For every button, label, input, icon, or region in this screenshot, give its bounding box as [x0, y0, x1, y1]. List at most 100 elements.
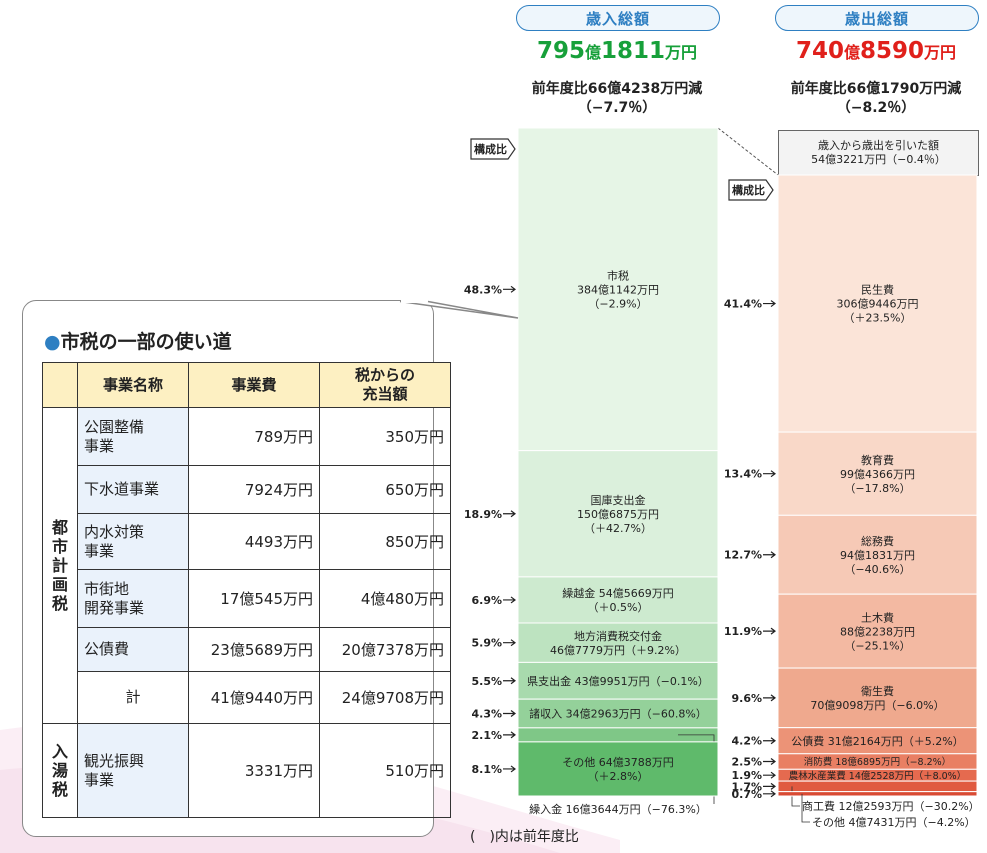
- expense-share-label: 2.5%: [731, 756, 762, 769]
- revenue-share-arrow: [503, 596, 516, 604]
- revenue-total-num2: 1811: [601, 38, 666, 64]
- project-cost: 17億545万円: [188, 569, 320, 628]
- expense-header-pill: 歳出総額: [775, 5, 979, 31]
- expense-callout-label: その他 4億7431万円（−4.2%）: [812, 816, 976, 829]
- category-cell: 都市計画税: [42, 407, 78, 724]
- expense-share-label: 41.4%: [724, 298, 762, 311]
- revenue-share-arrow: [503, 677, 516, 685]
- project-cost: 7924万円: [188, 465, 320, 514]
- expense-segment-label: 70億9098万円（−6.0%）: [810, 699, 944, 712]
- revenue-ratio-tag-label: 構成比: [474, 142, 507, 156]
- expense-segment-label: （−40.6%）: [844, 563, 910, 576]
- tax-allocation: 4億480万円: [319, 569, 451, 628]
- revenue-segment: [517, 741, 719, 797]
- expense-segment: [777, 791, 978, 797]
- table-header: 事業名称: [77, 362, 189, 408]
- expense-ratio-tag: 構成比: [728, 179, 774, 201]
- revenue-segment-label: （＋2.8%）: [588, 770, 649, 783]
- expense-segment: [777, 174, 978, 433]
- tax-allocation: 20億7378万円: [319, 627, 451, 672]
- expense-share-label: 4.2%: [731, 735, 762, 748]
- tax-allocation: 350万円: [319, 407, 451, 466]
- revenue-segment-label: 諸収入 34億2963万円（−60.8%）: [529, 707, 707, 721]
- expense-segment: [777, 593, 978, 669]
- expense-segment-label: 農林水産業費 14億2528万円（＋8.0%）: [789, 770, 966, 782]
- panel-title: ●市税の一部の使い道: [44, 327, 232, 354]
- tax-allocation: 850万円: [319, 513, 451, 570]
- expense-share-arrow: [763, 551, 776, 559]
- expense-share-label: 0.7%: [731, 788, 762, 801]
- expense-share-arrow: [763, 782, 776, 790]
- revenue-comparison: 前年度比66億4238万円減: [531, 81, 703, 97]
- project-name: 市街地開発事業: [77, 569, 189, 628]
- revenue-share-label: 48.3%: [464, 283, 502, 296]
- connector-line: [717, 127, 779, 176]
- expense-segment-label: 公債費 31億2164万円（＋5.2%）: [791, 734, 963, 748]
- revenue-segment: [517, 127, 719, 452]
- revenue-segment: [517, 622, 719, 663]
- legend-note: ( )内は前年度比: [470, 829, 579, 845]
- expense-callout-label: 商工費 12億2593万円（−30.2%）: [802, 799, 980, 813]
- project-cost: 3331万円: [188, 723, 320, 818]
- revenue-segment-label: （＋0.5%）: [588, 601, 649, 614]
- expense-segment: [777, 667, 978, 729]
- revenue-segment-label: 市税: [607, 269, 629, 283]
- project-name: 公債費: [77, 627, 189, 672]
- expense-total: 740億8590万円: [775, 38, 977, 64]
- revenue-share-label: 2.1%: [471, 729, 502, 742]
- expense-segment-label: 衛生費: [861, 684, 894, 698]
- expense-segment-label: （＋23.5%）: [844, 312, 912, 325]
- expense-rate: （−8.2％）: [836, 100, 916, 116]
- revenue-segment: [517, 450, 719, 578]
- revenue-segment-label: 地方消費税交付金: [574, 629, 662, 643]
- expense-share-arrow: [763, 300, 776, 308]
- tax-allocation: 510万円: [319, 723, 451, 818]
- expense-share-arrow: [763, 470, 776, 478]
- expense-share-arrow: [763, 758, 776, 766]
- project-cost: 23億5689万円: [188, 627, 320, 672]
- expense-segment-label: 306億9446万円: [837, 298, 919, 311]
- project-name: 公園整備事業: [77, 407, 189, 466]
- table-header-blank: [42, 362, 78, 408]
- revenue-share-arrow: [503, 510, 516, 518]
- expense-share-label: 1.7%: [731, 780, 762, 793]
- balance-note-line1: 歳入から歳出を引いた額: [818, 139, 939, 152]
- project-cost: 41億9440万円: [188, 671, 320, 724]
- project-name: 計: [77, 671, 189, 724]
- revenue-segment-label: 繰越金 54億5669万円: [562, 586, 674, 600]
- expense-share-label: 11.9%: [724, 625, 762, 638]
- revenue-total-num1: 795: [536, 38, 585, 64]
- expense-total-unit1: 億: [843, 43, 860, 62]
- expense-share-label: 13.4%: [724, 468, 762, 481]
- expense-segment-label: 88億2238万円: [840, 625, 915, 638]
- revenue-share-label: 5.5%: [471, 675, 502, 688]
- project-cost: 789万円: [188, 407, 320, 466]
- revenue-share-label: 8.1%: [471, 763, 502, 776]
- expense-share-label: 12.7%: [724, 549, 762, 562]
- revenue-callout-label: 繰入金 16億3644万円（−76.3%）: [529, 802, 707, 816]
- revenue-segment-label: 384億1142万円: [577, 284, 659, 297]
- project-cost: 4493万円: [188, 513, 320, 570]
- revenue-share-label: 4.3%: [471, 708, 502, 721]
- expense-segment: [777, 431, 978, 516]
- expense-callout-line: [801, 793, 810, 823]
- expense-segment-label: 消防費 18億6895万円（−8.2%）: [804, 756, 951, 768]
- revenue-segment: [517, 576, 719, 624]
- project-name: 観光振興事業: [77, 723, 189, 818]
- tax-allocation: 650万円: [319, 465, 451, 514]
- panel-title-text: 市税の一部の使い道: [60, 331, 232, 353]
- revenue-share-arrow: [503, 639, 516, 647]
- expense-total-num1: 740: [795, 38, 844, 64]
- balance-note-line2: 54億3221万円（−0.4％）: [811, 153, 946, 166]
- expense-segment-label: （−17.8%）: [844, 482, 910, 495]
- revenue-total: 795億1811万円: [516, 38, 718, 64]
- expense-share-arrow: [763, 790, 776, 798]
- revenue-header-pill: 歳入総額: [516, 5, 720, 31]
